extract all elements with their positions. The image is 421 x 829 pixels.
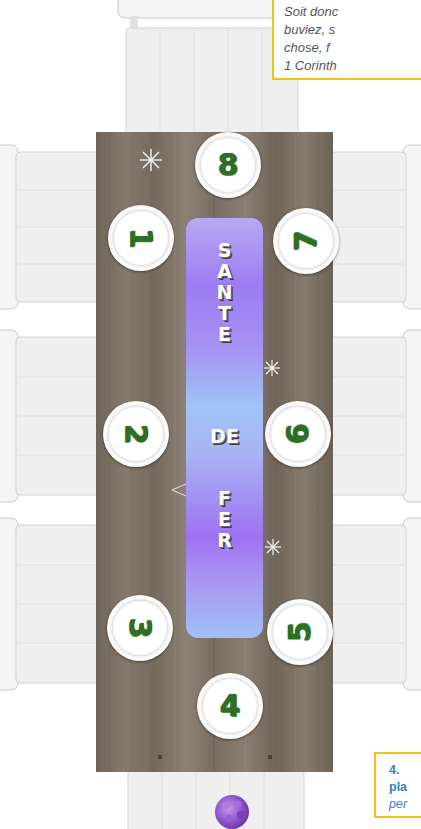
note-text: per	[389, 796, 421, 813]
runner-word: SANTE	[186, 240, 263, 345]
seat-number: 6	[283, 424, 313, 445]
quote-line: Soit donc	[284, 3, 421, 21]
note-heading: 4. pla	[389, 762, 407, 796]
runner-letter: S	[186, 240, 263, 261]
quote-line: buviez, s	[284, 21, 421, 39]
runner-text: SANTE DE FER	[186, 218, 263, 638]
quote-line: 1 Corinth	[284, 57, 421, 75]
runner-letter: A	[186, 261, 263, 282]
plate: 8	[195, 132, 261, 198]
seat-number: 5	[285, 622, 315, 643]
seat-number: 4	[220, 691, 241, 721]
chair	[326, 145, 421, 309]
runner-letter: N	[186, 282, 263, 303]
chair	[326, 330, 421, 502]
seat-number: 7	[291, 231, 321, 252]
runner-letter: E	[186, 509, 263, 530]
chair	[326, 518, 421, 690]
runner-letter: R	[186, 530, 263, 551]
chair	[0, 330, 102, 502]
purple-flower	[215, 795, 249, 829]
note-box: 4. plaper	[374, 752, 421, 818]
table-runner: SANTE DE FER	[186, 218, 263, 638]
chair	[0, 518, 102, 690]
runner-letter: E	[186, 324, 263, 345]
runner-letter: F	[186, 488, 263, 509]
runner-letter: D	[210, 425, 226, 447]
plate: 1	[108, 205, 174, 271]
plate: 7	[273, 208, 339, 274]
seat-number: 2	[121, 424, 151, 445]
seat-number: 8	[218, 150, 239, 180]
chair	[128, 765, 304, 829]
snowflake	[172, 484, 186, 496]
seat-number: 3	[125, 618, 155, 639]
runner-word: FER	[186, 488, 263, 551]
quote-box: Soit doncbuviez, schose, f1 Corinth	[272, 0, 421, 80]
plate: 6	[265, 401, 331, 467]
quote-line: chose, f	[284, 39, 421, 57]
snowflake	[265, 539, 281, 555]
snowflake	[264, 360, 280, 376]
runner-word: DE	[186, 426, 263, 447]
runner-letter: T	[186, 303, 263, 324]
plate: 3	[107, 595, 173, 661]
plate: 2	[103, 401, 169, 467]
seat-number: 1	[126, 228, 156, 249]
runner-letter: E	[226, 425, 239, 447]
chair	[0, 145, 102, 309]
snowflake	[140, 149, 162, 171]
plate: 4	[197, 673, 263, 739]
plate: 5	[267, 599, 333, 665]
